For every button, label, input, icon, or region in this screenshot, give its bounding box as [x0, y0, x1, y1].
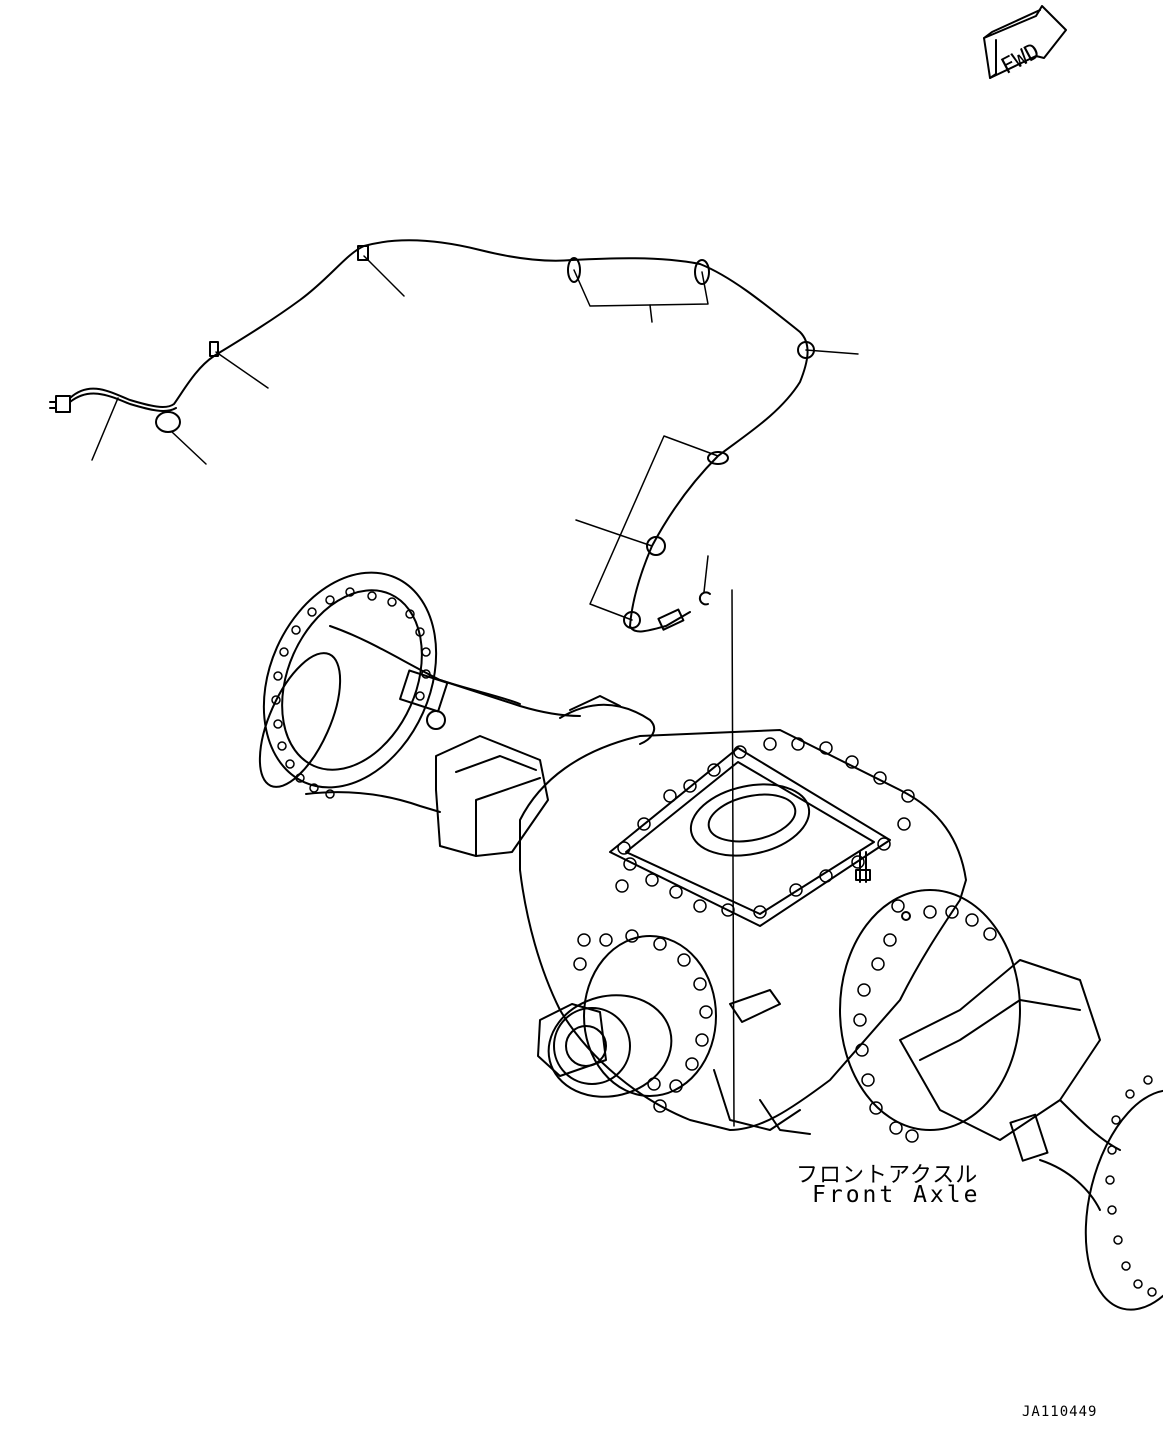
pinion-flange: [583, 935, 717, 1097]
right-ring-bolts: [853, 899, 997, 1143]
connector-left: [55, 395, 71, 413]
right-hub-flange: [1084, 1089, 1163, 1311]
clamp-9: [623, 611, 641, 629]
differential-housing: [519, 729, 967, 1131]
flange-bolts: [573, 929, 713, 1113]
drawing-number: JA110449: [1022, 1404, 1098, 1420]
connector-right: [657, 608, 685, 631]
clip-3: [357, 245, 369, 261]
left-hub-flange: [262, 571, 438, 789]
assembly-label-japanese: フロントアクスル: [796, 1163, 979, 1188]
clamp-7: [707, 451, 729, 465]
left-hub-bolts: [271, 587, 431, 799]
clamp-5: [694, 259, 710, 285]
fitting-post: [859, 851, 867, 883]
fwd-label: FWD: [997, 39, 1044, 80]
clamp-4: [567, 257, 581, 283]
fwd-arrow-icon: FWD: [983, 5, 1067, 80]
wiring-harness: [49, 239, 815, 633]
snap-ring: [698, 591, 711, 606]
clamp-8: [646, 536, 666, 556]
top-cover: [609, 747, 891, 927]
callout-leaders: [91, 255, 859, 1127]
clip-2: [209, 341, 219, 357]
breather-bolt: [426, 710, 446, 730]
clamp-1: [155, 411, 181, 433]
assembly-label-english: Front Axle: [812, 1182, 981, 1208]
front-axle-assembly: [258, 571, 1163, 1311]
cover-bolts: [615, 737, 915, 919]
